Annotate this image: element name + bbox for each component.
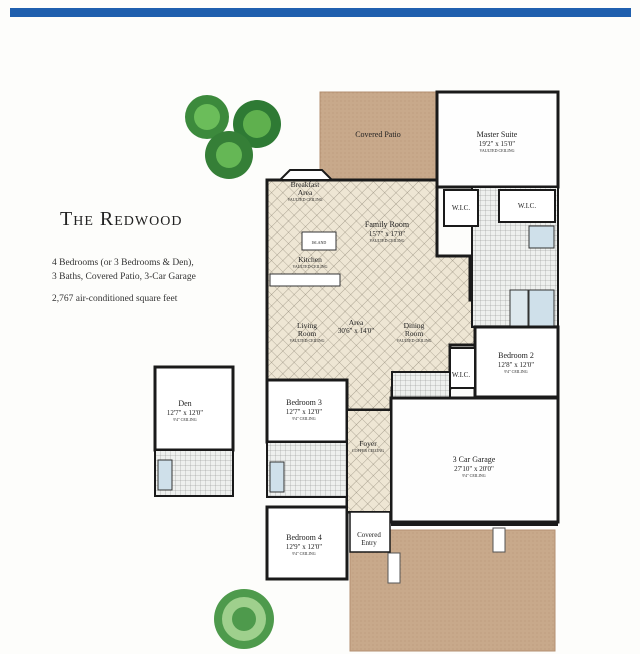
top-accent-bar bbox=[10, 8, 631, 17]
master-note: VAULTED CEILING bbox=[480, 148, 515, 153]
plan-title: The Redwood bbox=[60, 208, 183, 230]
kitchen-note: VAULTED CEILING bbox=[293, 264, 328, 269]
family-note: VAULTED CEILING bbox=[370, 238, 405, 243]
covered-patio bbox=[319, 91, 438, 180]
bedroom-2-size: 12'8" x 12'0" bbox=[498, 361, 534, 369]
bedroom-3-label: Bedroom 3 bbox=[286, 398, 322, 407]
family-size: 15'7" x 17'0" bbox=[369, 230, 405, 238]
entry-label: Covered bbox=[357, 531, 381, 539]
den-size: 12'7" x 12'0" bbox=[167, 409, 203, 417]
wic-bed2-label: W.I.C. bbox=[452, 371, 470, 379]
tree-icon bbox=[185, 95, 281, 179]
covered-entry bbox=[349, 511, 391, 553]
wic-left bbox=[443, 189, 479, 227]
bedroom-4 bbox=[265, 505, 349, 581]
master-size: 19'2" x 15'0" bbox=[479, 140, 515, 148]
garage-note: 9'4" CEILING bbox=[462, 473, 485, 478]
living-label: Living bbox=[297, 321, 317, 330]
bedroom-3 bbox=[265, 378, 349, 444]
bedroom-2-label: Bedroom 2 bbox=[498, 351, 534, 360]
wic-right-label: W.I.C. bbox=[518, 202, 536, 210]
den bbox=[153, 365, 235, 452]
plan-summary-line-1: 4 Bedrooms (or 3 Bedrooms & Den), bbox=[52, 258, 194, 268]
patio-label: Covered Patio bbox=[355, 130, 401, 139]
area-label: Area bbox=[349, 318, 364, 327]
shrub-icon bbox=[214, 589, 274, 649]
bedroom-2-note: 9'4" CEILING bbox=[504, 369, 527, 374]
wic-right bbox=[498, 189, 556, 223]
bedroom-4-label: Bedroom 4 bbox=[286, 533, 322, 542]
driveway bbox=[349, 529, 556, 652]
foyer-note: COFFER CEILING bbox=[352, 448, 384, 453]
master-label: Master Suite bbox=[477, 130, 518, 139]
breakfast-note: VAULTED CEILING bbox=[288, 197, 323, 202]
den-note: 9'4" CEILING bbox=[173, 417, 196, 422]
garage-size: 27'10" x 20'0" bbox=[454, 465, 494, 473]
living-label-2: Room bbox=[298, 329, 317, 338]
breakfast-label: Breakfast bbox=[291, 180, 321, 189]
family-label: Family Room bbox=[365, 220, 410, 229]
foyer-label: Foyer bbox=[359, 439, 377, 448]
bedroom-4-note: 9'4" CEILING bbox=[292, 551, 315, 556]
bedroom-2 bbox=[473, 325, 560, 399]
island-label: ISLAND bbox=[312, 240, 327, 245]
wic-left-label: W.I.C. bbox=[452, 204, 470, 212]
plan-summary-line-2: 3 Baths, Covered Patio, 3-Car Garage bbox=[52, 272, 196, 282]
dining-note: VAULTED CEILING bbox=[397, 338, 432, 343]
master-suite bbox=[435, 90, 560, 189]
foyer bbox=[346, 409, 392, 513]
entry-label-2: Entry bbox=[361, 539, 377, 547]
bedroom-3-note: 9'4" CEILING bbox=[292, 416, 315, 421]
living-note: VAULTED CEILING bbox=[290, 338, 325, 343]
area-size: 30'6" x 14'0" bbox=[338, 327, 374, 335]
bedroom-3-size: 12'7" x 12'0" bbox=[286, 408, 322, 416]
breakfast-label-2: Area bbox=[298, 188, 313, 197]
dining-label-2: Room bbox=[405, 329, 424, 338]
dining-label: Dining bbox=[404, 321, 425, 330]
den-label: Den bbox=[178, 399, 191, 408]
bedroom-4-size: 12'9" x 12'0" bbox=[286, 543, 322, 551]
kitchen-label: Kitchen bbox=[298, 255, 322, 264]
garage-label: 3 Car Garage bbox=[453, 455, 496, 464]
plan-square-footage: 2,767 air-conditioned square feet bbox=[52, 294, 178, 304]
